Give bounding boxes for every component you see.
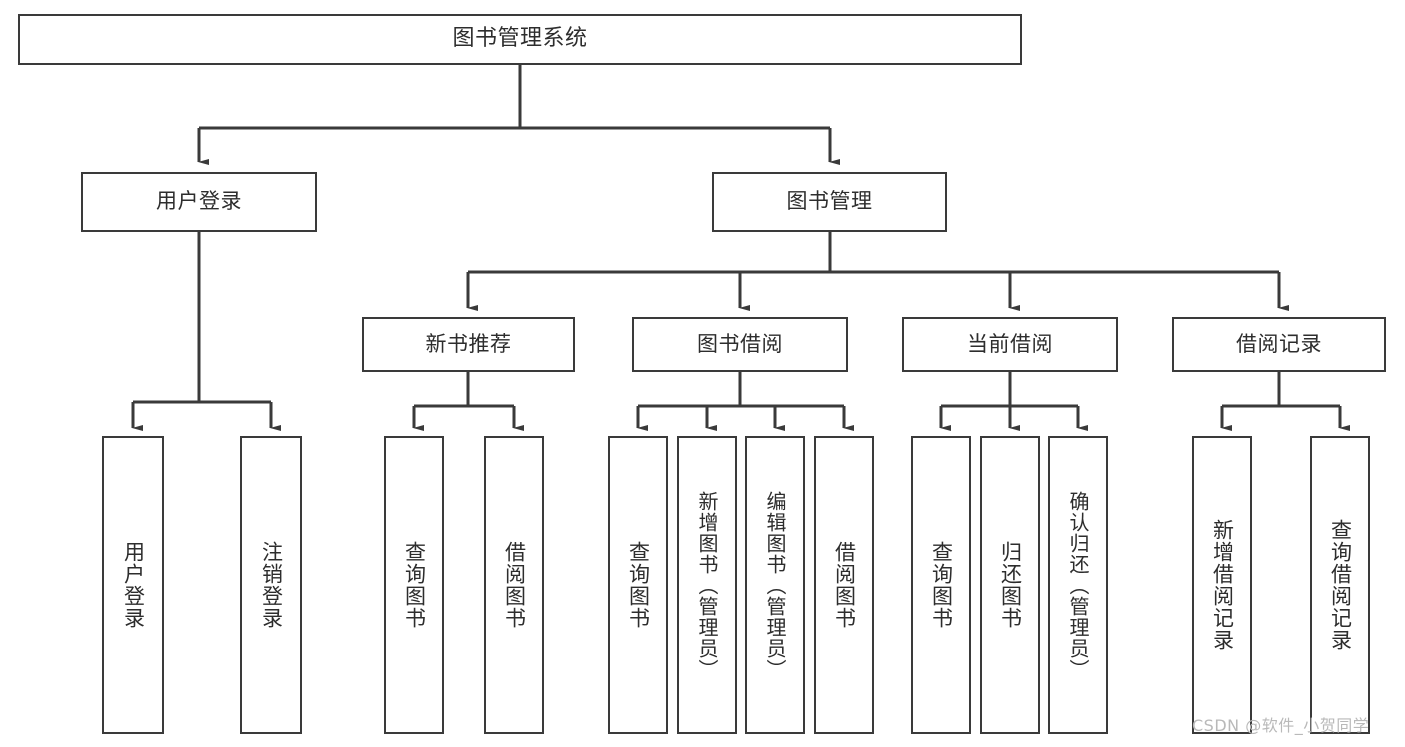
node-label: 注销登录 (259, 541, 284, 629)
leaf-current-borrow-return-book[interactable]: 归还图书 (980, 436, 1040, 734)
node-label: 用户登录 (121, 541, 146, 629)
node-label: 借阅记录 (1236, 331, 1322, 356)
node-book-management[interactable]: 图书管理 (712, 172, 947, 232)
leaf-book-borrow-edit-book-admin[interactable]: 编辑图书（管理员） (745, 436, 805, 734)
node-label: 图书管理 (786, 189, 873, 214)
node-label: 确认归还（管理员） (1066, 490, 1090, 680)
leaf-user-login-logout[interactable]: 注销登录 (240, 436, 302, 734)
node-label: 查询图书 (929, 541, 954, 629)
leaf-borrow-records-query-record[interactable]: 查询借阅记录 (1310, 436, 1370, 734)
node-current-borrow[interactable]: 当前借阅 (902, 317, 1118, 372)
node-label: 查询图书 (626, 541, 651, 629)
node-borrow-records[interactable]: 借阅记录 (1172, 317, 1386, 372)
leaf-current-borrow-query-book[interactable]: 查询图书 (911, 436, 971, 734)
node-label: 查询图书 (402, 541, 427, 629)
node-label: 编辑图书（管理员） (763, 490, 787, 680)
leaf-new-book-borrow-book[interactable]: 借阅图书 (484, 436, 544, 734)
node-new-book-recommend[interactable]: 新书推荐 (362, 317, 575, 372)
node-label: 归还图书 (998, 541, 1023, 629)
node-root-system[interactable]: 图书管理系统 (18, 14, 1022, 65)
node-label: 新增图书（管理员） (695, 490, 719, 680)
node-label: 新书推荐 (425, 331, 512, 356)
leaf-current-borrow-confirm-return-admin[interactable]: 确认归还（管理员） (1048, 436, 1108, 734)
node-book-borrow[interactable]: 图书借阅 (632, 317, 848, 372)
node-label: 当前借阅 (967, 331, 1053, 356)
leaf-borrow-records-add-record[interactable]: 新增借阅记录 (1192, 436, 1252, 734)
leaf-book-borrow-add-book-admin[interactable]: 新增图书（管理员） (677, 436, 737, 734)
node-label: 查询借阅记录 (1328, 519, 1353, 651)
node-label: 借阅图书 (832, 541, 857, 629)
node-label: 用户登录 (156, 189, 242, 214)
leaf-new-book-query-book[interactable]: 查询图书 (384, 436, 444, 734)
node-label: 图书管理系统 (452, 26, 588, 52)
node-label: 借阅图书 (502, 541, 527, 629)
node-label: 新增借阅记录 (1210, 519, 1235, 651)
node-user-login[interactable]: 用户登录 (81, 172, 317, 232)
leaf-book-borrow-borrow-book[interactable]: 借阅图书 (814, 436, 874, 734)
node-label: 图书借阅 (697, 331, 783, 356)
leaf-user-login-login[interactable]: 用户登录 (102, 436, 164, 734)
leaf-book-borrow-query-book[interactable]: 查询图书 (608, 436, 668, 734)
